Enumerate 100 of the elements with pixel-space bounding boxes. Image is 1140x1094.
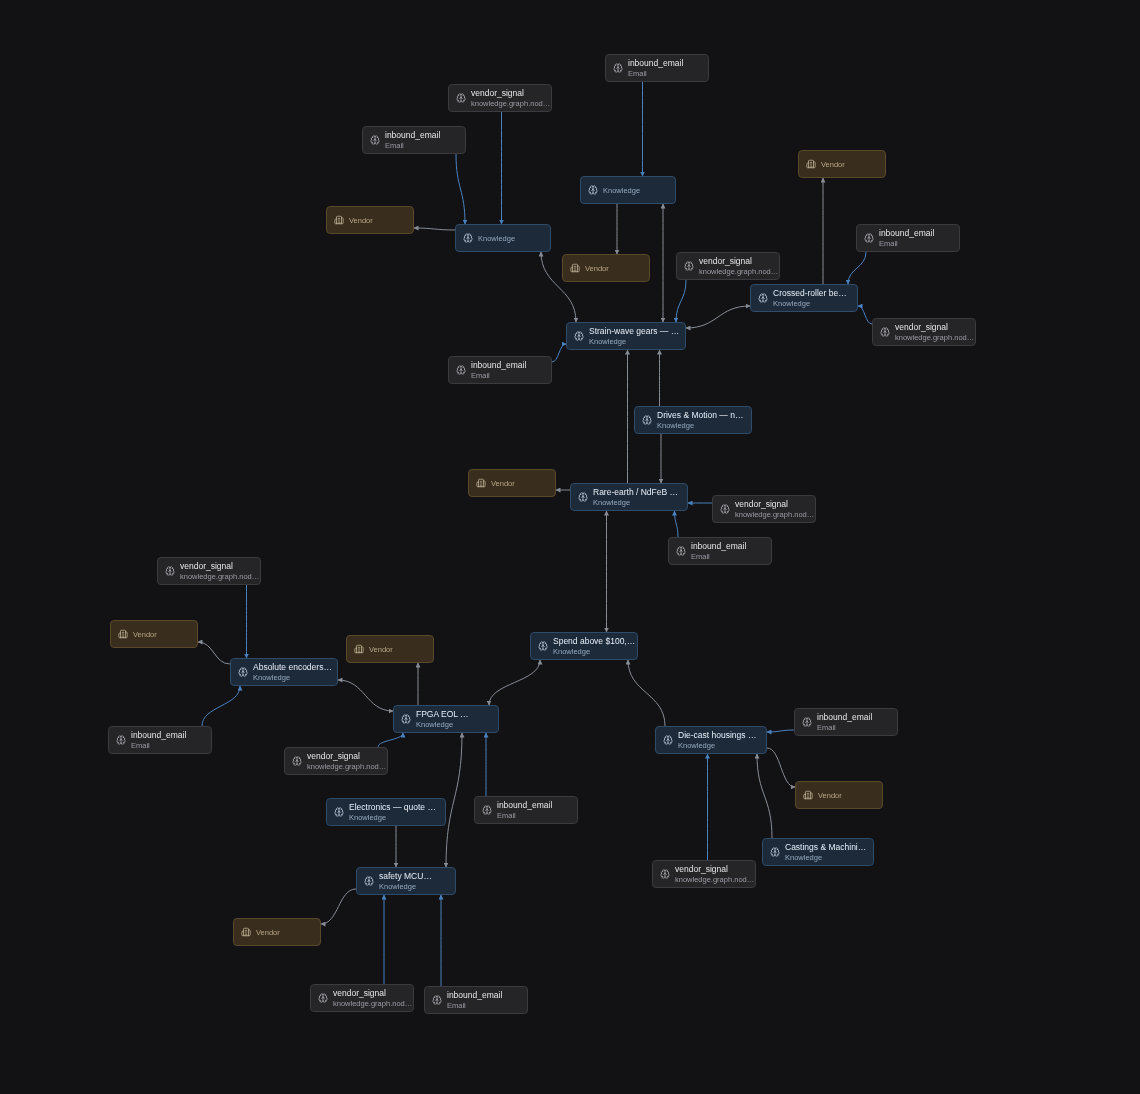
connector-arrow (483, 732, 489, 797)
connector-arrow (337, 677, 394, 714)
knowledge-card (356, 867, 456, 895)
connector-arrow (381, 894, 387, 985)
connector-arrow (438, 894, 444, 987)
signal-card (676, 252, 780, 280)
connector-arrow (455, 153, 468, 225)
vendor-card (233, 918, 321, 946)
connector-arrow (754, 753, 773, 839)
knowledge-card (530, 632, 638, 660)
connector-arrow (614, 203, 620, 255)
node-title: inbound_email (471, 360, 527, 371)
signal-card (856, 224, 960, 252)
signal-card (668, 537, 772, 565)
node-title: safety MCU… (379, 871, 432, 882)
node-title: inbound_email (691, 541, 747, 552)
connector-arrow (640, 81, 645, 177)
connector-arrow (857, 304, 873, 325)
knowledge-card (393, 705, 499, 733)
connector-arrow (443, 732, 465, 868)
vendor-card (326, 206, 414, 234)
connector-arrow (658, 433, 664, 484)
connector-arrow (244, 584, 249, 659)
knowledge-card (566, 322, 686, 350)
node-title: Drives & Motion — n… (657, 410, 744, 421)
connector-arrow (415, 662, 421, 706)
connector-arrow (705, 753, 710, 861)
connector-arrow (766, 729, 795, 735)
signal-card (424, 986, 528, 1014)
signal-card (157, 557, 261, 585)
connector-arrow (766, 747, 796, 789)
node-title: vendor_signal (895, 322, 949, 333)
signal-card (284, 747, 388, 775)
vendor-card (795, 781, 883, 809)
signal-card (448, 84, 552, 112)
vendor-card (110, 620, 198, 648)
node-title: inbound_email (447, 990, 503, 1001)
connector-arrow (538, 251, 579, 323)
signal-card (362, 126, 466, 154)
node-title: vendor_signal (675, 864, 729, 875)
signal-card (794, 708, 898, 736)
vendor-card (346, 635, 434, 663)
node-title: FPGA EOL … (416, 709, 469, 720)
knowledge-card (634, 406, 752, 434)
signal-card (448, 356, 552, 384)
node-title: inbound_email (817, 712, 873, 723)
vendor-card (798, 150, 886, 178)
node-title: vendor_signal (333, 988, 387, 999)
connector-arrow (673, 279, 687, 323)
signal-card (108, 726, 212, 754)
connector-arrow (845, 251, 867, 285)
vendor-card (468, 469, 556, 497)
node-title: Electronics — quote … (349, 802, 436, 813)
knowledge-card (455, 224, 551, 252)
node-title: Castings & Machini… (785, 842, 867, 853)
connector-arrow (197, 640, 231, 665)
connector-arrow (685, 303, 751, 331)
connector-arrow (487, 659, 542, 706)
connector-arrow (625, 349, 630, 484)
connector-arrow (201, 685, 242, 727)
connector-arrow (377, 732, 405, 748)
node-title: vendor_signal (735, 499, 789, 510)
node-title: vendor_signal (180, 561, 234, 572)
node-title: Rare-earth / NdFeB … (593, 487, 679, 498)
connector-arrow (555, 487, 571, 493)
signal-card (652, 860, 756, 888)
connector-arrow (672, 510, 679, 538)
vendor-card (562, 254, 650, 282)
knowledge-card (570, 483, 688, 511)
signal-card (712, 495, 816, 523)
knowledge-card (655, 726, 767, 754)
node-title: inbound_email (131, 730, 187, 741)
node-title: inbound_email (628, 58, 684, 69)
node-title: inbound_email (385, 130, 441, 141)
node-title: Spend above $100,… (553, 636, 632, 647)
knowledge-card (230, 658, 338, 686)
knowledge-card (326, 798, 446, 826)
connector-arrow (625, 659, 666, 727)
connector-arrow (687, 500, 713, 506)
node-title: vendor_signal (471, 88, 525, 99)
node-title: inbound_email (879, 228, 935, 239)
signal-card (474, 796, 578, 824)
node-title: Strain-wave gears — … (589, 326, 680, 337)
node-title: Die-cast housings … (678, 730, 757, 741)
connector-arrow (820, 177, 826, 285)
knowledge-card (750, 284, 858, 312)
signal-card (310, 984, 414, 1012)
connector-arrow (320, 888, 357, 926)
connector-arrow (660, 203, 666, 323)
connector-arrow (393, 825, 399, 868)
knowledge-card (580, 176, 676, 204)
connector-arrow (413, 225, 456, 231)
knowledge-card (762, 838, 874, 866)
connector-arrow (551, 342, 567, 363)
signal-card (872, 318, 976, 346)
signal-card (605, 54, 709, 82)
node-title: inbound_email (497, 800, 553, 811)
node-title: vendor_signal (307, 751, 361, 762)
node-title: Crossed-roller be… (773, 288, 847, 299)
connector-arrow (657, 349, 662, 407)
